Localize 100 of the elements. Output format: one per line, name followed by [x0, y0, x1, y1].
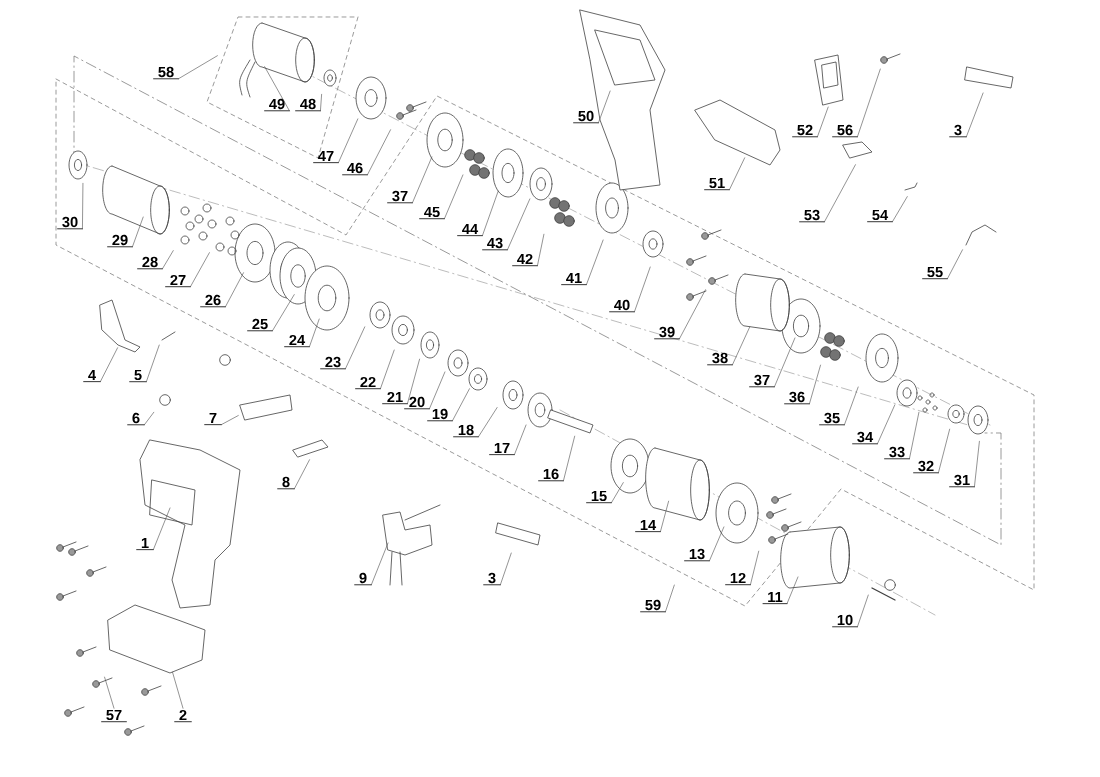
callout-number: 53	[799, 209, 825, 223]
callout-number: 34	[852, 431, 878, 445]
callout-number: 45	[419, 206, 445, 220]
callout-number: 2	[174, 709, 192, 723]
callout-number: 36	[784, 391, 810, 405]
callout-number: 8	[277, 476, 295, 490]
callout-number: 56	[832, 124, 858, 138]
callout-number: 58	[153, 66, 179, 80]
leader-line	[824, 164, 856, 223]
callout-number: 37	[749, 374, 775, 388]
leader-line	[100, 347, 118, 382]
callout-number: 17	[489, 442, 515, 456]
callout-number: 6	[127, 412, 145, 426]
callout-number: 15	[586, 490, 612, 504]
leader-line	[660, 500, 669, 532]
callout-number: 3	[949, 124, 967, 138]
leader-line	[407, 358, 420, 405]
callout-number: 33	[884, 446, 910, 460]
leader-line	[598, 90, 611, 124]
leader-line	[938, 428, 950, 474]
callout-number: 55	[922, 266, 948, 280]
leader-line	[478, 407, 498, 438]
leader-line	[190, 252, 210, 288]
leader-line	[221, 415, 239, 425]
callout-number: 9	[354, 572, 372, 586]
leader-line	[786, 576, 799, 604]
callout-number: 29	[107, 234, 133, 248]
leader-line	[225, 272, 244, 308]
leader-line	[909, 411, 920, 460]
leader-line	[892, 196, 908, 222]
callout-number: 5	[129, 369, 147, 383]
callout-number: 24	[284, 334, 310, 348]
callout-number: 10	[832, 614, 858, 628]
leader-line	[132, 216, 144, 248]
leader-line	[380, 349, 395, 390]
callout-number: 40	[609, 299, 635, 313]
callout-number: 28	[137, 256, 163, 270]
leader-line	[611, 482, 624, 503]
callout-number: 49	[264, 98, 290, 112]
callout-number: 50	[573, 110, 599, 124]
callout-number: 42	[512, 253, 538, 267]
leader-line	[482, 190, 499, 236]
leader-line	[537, 233, 545, 267]
leader-line	[844, 386, 859, 426]
callout-number: 1	[136, 537, 154, 551]
leader-line	[817, 106, 829, 138]
callout-number: 25	[247, 318, 273, 332]
callout-number: 3	[483, 572, 501, 586]
leader-line	[162, 250, 174, 270]
callout-number: 38	[707, 352, 733, 366]
callout-number: 35	[819, 412, 845, 426]
leader-line	[877, 404, 896, 445]
callout-number: 12	[725, 572, 751, 586]
callout-number: 13	[684, 548, 710, 562]
callout-number: 44	[457, 223, 483, 237]
callout-number: 11	[762, 591, 788, 605]
leader-line	[947, 249, 963, 279]
callout-number: 30	[57, 216, 83, 230]
leader-line	[178, 55, 218, 80]
leader-line	[750, 550, 760, 585]
callout-number: 14	[635, 519, 661, 533]
leader-line	[371, 542, 389, 586]
leader-line	[634, 266, 651, 313]
callout-number: 57	[101, 709, 127, 723]
leader-line	[272, 294, 295, 332]
leader-line	[104, 676, 115, 709]
callout-number: 22	[355, 376, 381, 390]
callout-number: 16	[538, 468, 564, 482]
leader-line	[345, 326, 366, 370]
leader-line	[82, 183, 84, 230]
leader-line	[974, 441, 980, 488]
leader-line	[264, 66, 290, 112]
leader-line	[452, 388, 470, 422]
callout-number: 4	[83, 369, 101, 383]
callout-number: 52	[792, 124, 818, 138]
callout-number: 26	[200, 294, 226, 308]
leader-line	[729, 157, 745, 190]
callout-number: 39	[654, 326, 680, 340]
callout-number: 23	[320, 356, 346, 370]
leader-line	[857, 594, 869, 628]
leader-line	[309, 318, 320, 348]
callout-number: 51	[704, 177, 730, 191]
leader-line	[514, 424, 527, 455]
callout-number: 37	[387, 190, 413, 204]
leader-line	[586, 239, 604, 285]
callout-number: 32	[913, 460, 939, 474]
leader-line	[172, 671, 184, 709]
leader-line	[563, 435, 575, 482]
callout-number: 18	[453, 424, 479, 438]
callout-number: 54	[867, 209, 893, 223]
callout-number: 43	[482, 237, 508, 251]
callout-number: 41	[561, 272, 587, 286]
leader-line	[665, 584, 675, 613]
leader-line	[367, 129, 391, 176]
callout-number: 7	[204, 412, 222, 426]
callout-number: 48	[295, 98, 321, 112]
callout-number: 31	[949, 474, 975, 488]
leader-line	[679, 289, 706, 340]
leader-line	[338, 118, 359, 163]
callout-number: 59	[640, 599, 666, 613]
